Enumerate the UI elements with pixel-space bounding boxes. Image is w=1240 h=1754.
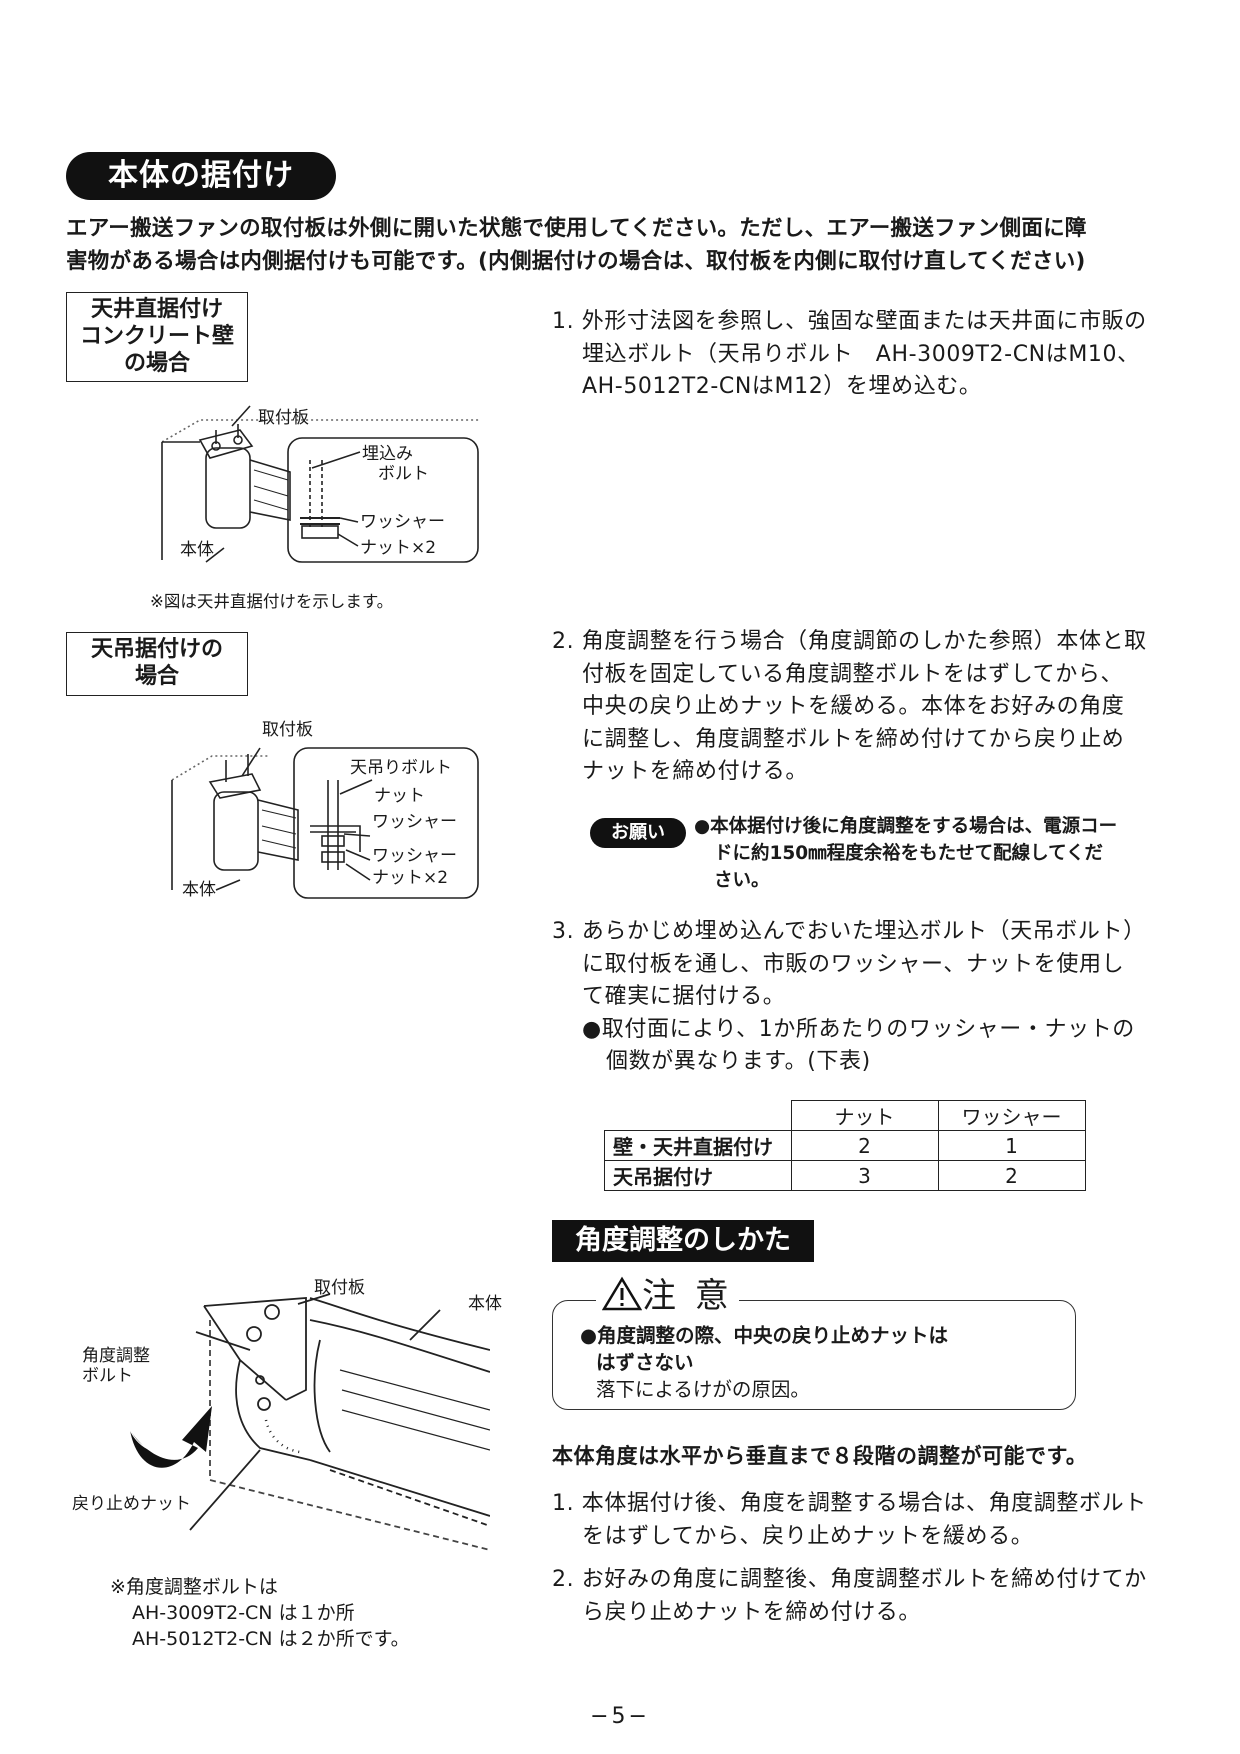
- intro-line: エアー搬送ファンの取付板は外側に開いた状態で使用してください。ただし、エアー搬送…: [66, 216, 1087, 241]
- note-line: AH-5012T2-CN は２か所です。: [132, 1628, 410, 1650]
- label-mounting-plate-3: 取付板: [314, 1278, 365, 1298]
- request-badge: お願い: [590, 818, 686, 848]
- caution-line: ●角度調整の際、中央の戻り止めナットは: [580, 1324, 949, 1347]
- step-1: 1. 外形寸法図を参照し、強固な壁面または天井面に市販の 埋込ボルト（天吊りボル…: [552, 306, 1147, 404]
- label-lock-nut: 戻り止めナット: [72, 1494, 191, 1514]
- step-line: ら戻り止めナットを締め付ける。: [582, 1599, 922, 1625]
- case-label-ceiling-wall: 天井直据付け コンクリート壁 の場合: [66, 292, 248, 382]
- label-washer-3: ワッシャー: [372, 846, 457, 866]
- caution-line: はずさない: [596, 1351, 694, 1374]
- step-line: AH-5012T2-CNはM12）を埋め込む。: [582, 374, 982, 399]
- table-header-cell: ワッシャー: [937, 1100, 1086, 1131]
- label-angle-bolt: 角度調整: [82, 1346, 150, 1366]
- label-nut: ナット×2: [360, 538, 437, 558]
- section-title: 本体の据付け: [66, 152, 336, 200]
- table-cell: 2: [790, 1130, 939, 1161]
- table-cell: 1: [937, 1130, 1086, 1161]
- case-label-line: 天井直据付け: [90, 297, 223, 322]
- note-line: AH-3009T2-CN は１か所: [132, 1602, 355, 1624]
- request-line: ●本体据付け後に角度調整をする場合は、電源コー: [694, 816, 1118, 837]
- step-line: をはずしてから、戻り止めナットを緩める。: [582, 1523, 1034, 1549]
- label-mounting-plate-2: 取付板: [262, 720, 313, 740]
- step-line: 3. あらかじめ埋め込んでおいた埋込ボルト（天吊ボルト）: [552, 919, 1146, 944]
- angle-summary: 本体角度は水平から垂直まで８段階の調整が可能です。: [552, 1444, 1088, 1468]
- case-label-line: コンクリート壁: [79, 324, 234, 349]
- caution-title-text: 注 意: [642, 1276, 733, 1316]
- nut-washer-table: ナット ワッシャー 壁・天井直据付け 2 1 天吊据付け 3 2: [604, 1100, 1086, 1191]
- angle-step-1: 1. 本体据付け後、角度を調整する場合は、角度調整ボルト をはずしてから、戻り止…: [552, 1488, 1147, 1553]
- step-line: 2. 角度調整を行う場合（角度調節のしかた参照）本体と取: [552, 629, 1147, 654]
- step-line: 1. 外形寸法図を参照し、強固な壁面または天井面に市販の: [552, 309, 1147, 334]
- label-nut-3: ナット×2: [372, 868, 449, 888]
- step-line: に取付板を通し、市販のワッシャー、ナットを使用し: [582, 951, 1125, 977]
- table-cell: 天吊据付け: [604, 1160, 792, 1191]
- label-nut-2: ナット: [374, 786, 425, 806]
- intro-line: 害物がある場合は内側据付けも可能です。(内側据付けの場合は、取付板を内側に取付け…: [66, 249, 1086, 274]
- step-line: 2. お好みの角度に調整後、角度調整ボルトを締め付けてか: [552, 1567, 1147, 1592]
- label-body-3: 本体: [468, 1294, 502, 1314]
- label-angle-bolt-2: ボルト: [82, 1366, 133, 1386]
- angle-adjust-figure: [129, 1293, 490, 1551]
- angle-figure-note: ※角度調整ボルトは AH-3009T2-CN は１か所 AH-5012T2-CN…: [110, 1574, 410, 1652]
- page-number: −5−: [590, 1704, 650, 1729]
- ceiling-install-figure: [161, 405, 480, 563]
- label-body: 本体: [180, 540, 214, 560]
- label-hanging-bolt: 天吊りボルト: [350, 758, 452, 778]
- case-label-line: の場合: [123, 351, 190, 376]
- step-3: 3. あらかじめ埋め込んでおいた埋込ボルト（天吊ボルト） に取付板を通し、市販の…: [552, 916, 1146, 1079]
- step-2: 2. 角度調整を行う場合（角度調節のしかた参照）本体と取 付板を固定している角度…: [552, 626, 1147, 789]
- step-line: て確実に据付ける。: [582, 984, 786, 1009]
- label-anchor-bolt-2: ボルト: [378, 464, 429, 484]
- table-row: 壁・天井直据付け 2 1: [604, 1130, 1086, 1161]
- warning-icon: [601, 1276, 643, 1311]
- case-label-line: 天吊据付けの: [90, 637, 223, 662]
- case-label-line: 場合: [134, 664, 179, 689]
- case-label-suspended: 天吊据付けの 場合: [66, 632, 248, 696]
- intro-text: エアー搬送ファンの取付板は外側に開いた状態で使用してください。ただし、エアー搬送…: [66, 212, 1186, 278]
- step-line: ●取付面により、1か所あたりのワッシャー・ナットの: [582, 1016, 1135, 1042]
- step-line: に調整し、角度調整ボルトを締め付けてから戻り止め: [582, 726, 1125, 752]
- label-anchor-bolt: 埋込み: [362, 444, 413, 464]
- table-header-cell: ナット: [790, 1100, 939, 1131]
- table-header-cell: [604, 1100, 792, 1131]
- figure-note: ※図は天井直据付けを示します。: [150, 592, 394, 611]
- step-line: 付板を固定している角度調整ボルトをはずしてから、: [582, 661, 1124, 687]
- label-body-2: 本体: [182, 880, 216, 900]
- label-washer-2: ワッシャー: [372, 812, 457, 832]
- angle-step-2: 2. お好みの角度に調整後、角度調整ボルトを締め付けてか ら戻り止めナットを締め…: [552, 1564, 1147, 1629]
- request-line: ドに約150㎜程度余裕をもたせて配線してくだ: [714, 843, 1104, 864]
- caution-line: 落下によるけがの原因。: [596, 1378, 810, 1401]
- request-text: ●本体据付け後に角度調整をする場合は、電源コー ドに約150㎜程度余裕をもたせて…: [694, 813, 1194, 894]
- table-row: 天吊据付け 3 2: [604, 1160, 1086, 1191]
- table-cell: 壁・天井直据付け: [604, 1130, 792, 1161]
- table-cell: 3: [790, 1160, 939, 1191]
- suspended-install-figure: [171, 747, 479, 899]
- caution-title: 注 意: [596, 1276, 739, 1316]
- angle-section-title: 角度調整のしかた: [552, 1220, 814, 1262]
- table-cell: 2: [937, 1160, 1086, 1191]
- step-line: 個数が異なります。(下表): [606, 1049, 871, 1074]
- note-line: ※角度調整ボルトは: [110, 1576, 278, 1598]
- step-line: 中央の戻り止めナットを緩める。本体をお好みの角度: [582, 694, 1125, 719]
- caution-text: ●角度調整の際、中央の戻り止めナットは はずさない 落下によるけがの原因。: [580, 1322, 1060, 1403]
- label-washer: ワッシャー: [360, 512, 445, 532]
- request-line: さい。: [714, 870, 770, 891]
- step-line: 埋込ボルト（天吊りボルト AH-3009T2-CNはM10、: [582, 341, 1140, 367]
- table-header-row: ナット ワッシャー: [604, 1100, 1086, 1131]
- step-line: 1. 本体据付け後、角度を調整する場合は、角度調整ボルト: [552, 1491, 1147, 1516]
- caution-box: [552, 1300, 1076, 1410]
- step-line: ナットを締め付ける。: [582, 759, 809, 784]
- label-mounting-plate: 取付板: [258, 408, 309, 428]
